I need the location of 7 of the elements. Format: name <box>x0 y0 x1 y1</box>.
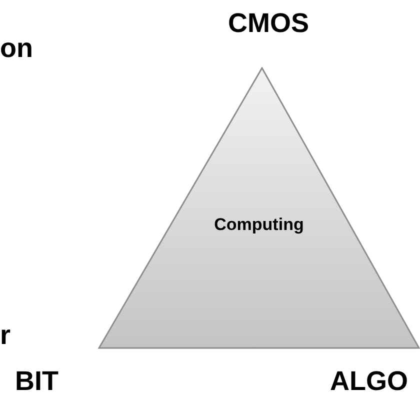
triangle <box>98 67 420 349</box>
corner-label: on <box>0 35 33 62</box>
corner-label: BIT <box>15 368 58 395</box>
corner-label: r <box>0 322 11 349</box>
node-label: Computing <box>213 215 305 235</box>
corner-label: CMOS <box>228 10 309 37</box>
corner-label: ALGO <box>330 368 408 395</box>
